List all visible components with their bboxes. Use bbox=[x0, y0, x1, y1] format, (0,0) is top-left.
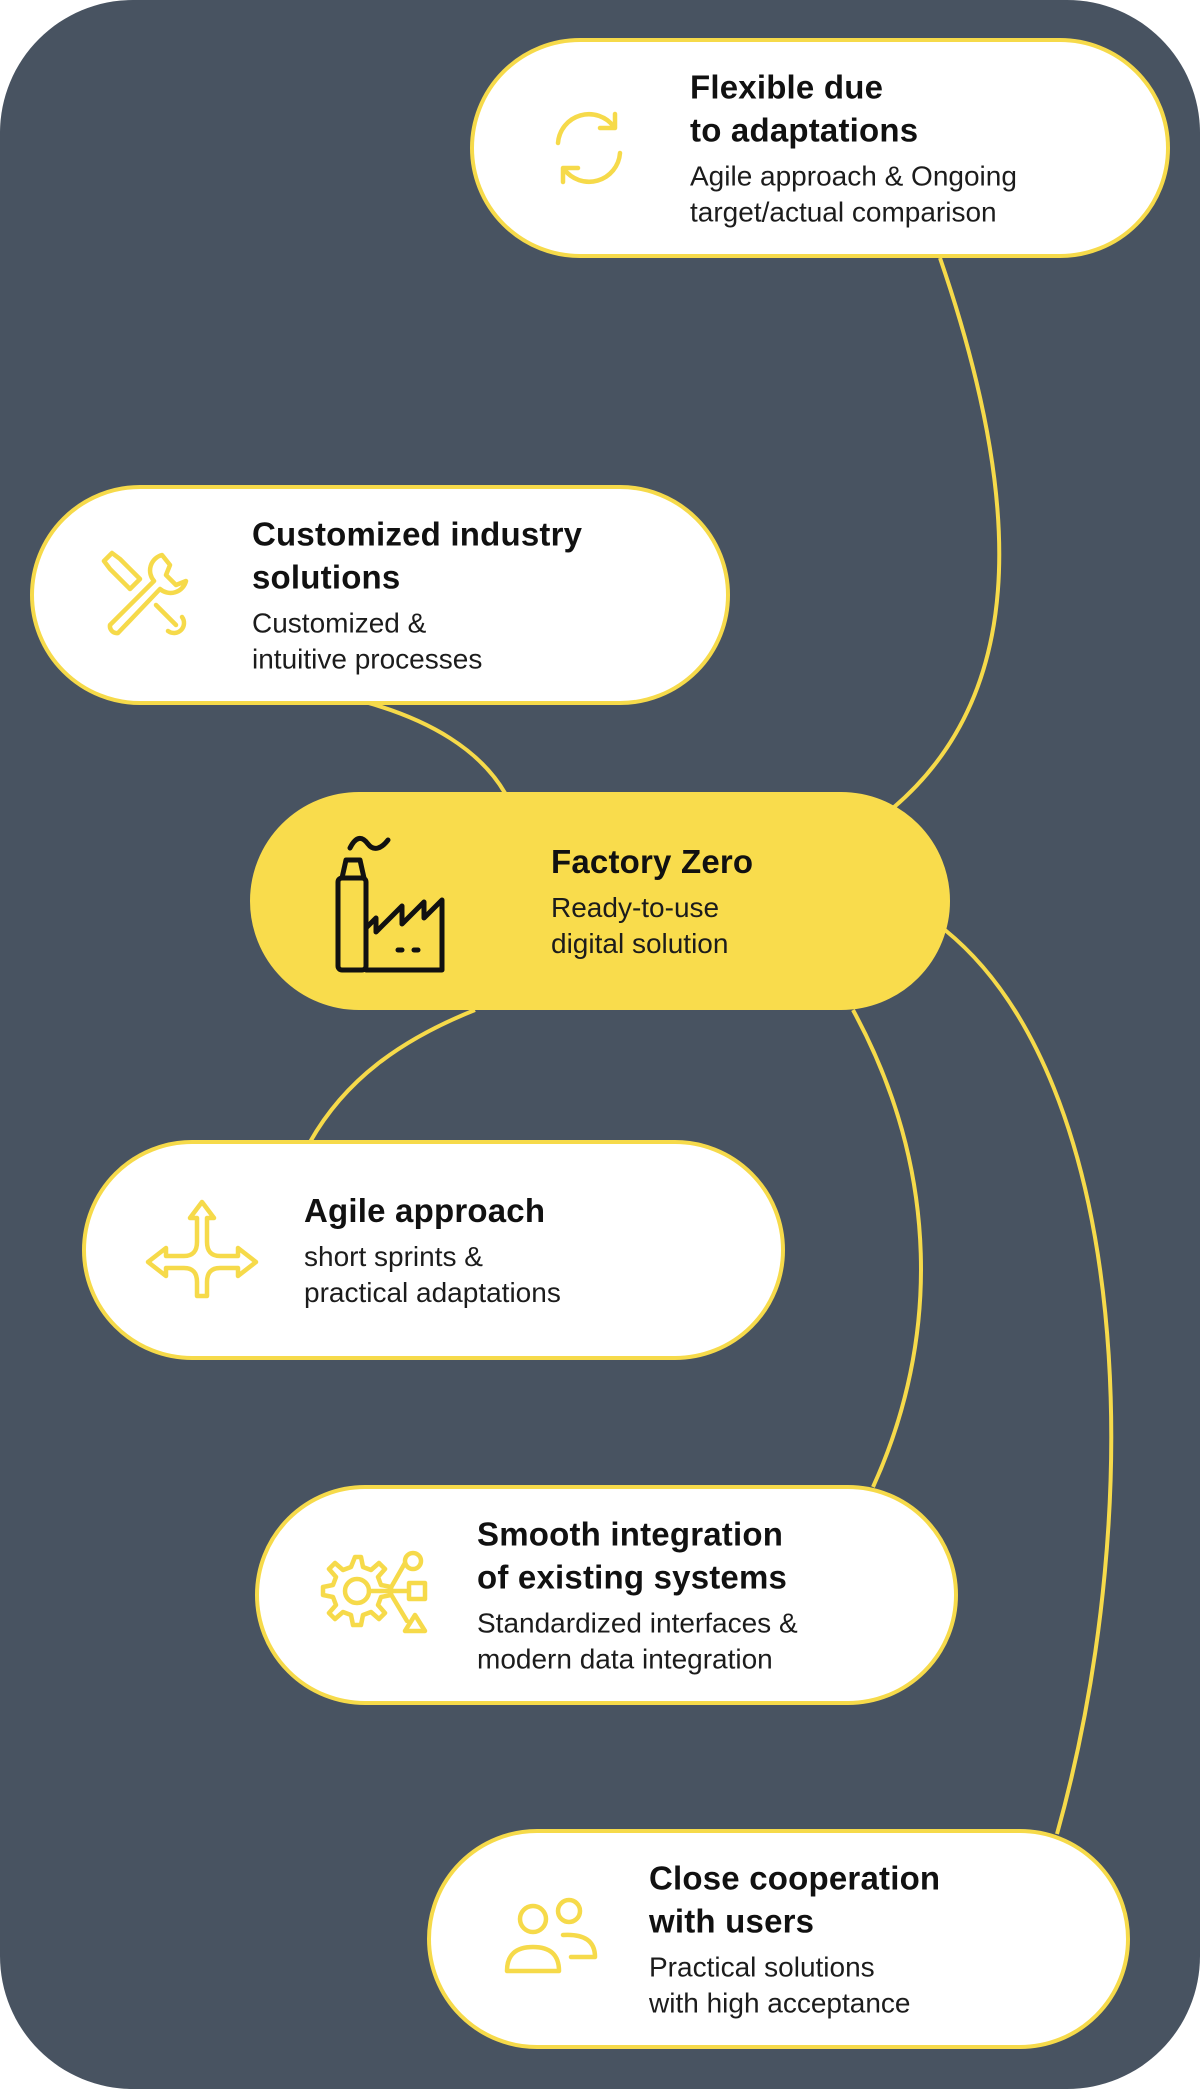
connector-factory-integration bbox=[851, 1009, 923, 1488]
connector-factory-agile bbox=[308, 1008, 476, 1143]
node-title: Close cooperation with users bbox=[649, 1859, 941, 1940]
node-title: Factory Zero bbox=[551, 843, 754, 880]
gear-network-icon bbox=[315, 1547, 435, 1643]
node-customized: Customized industry solutions Customized… bbox=[30, 485, 730, 705]
node-subtitle: short sprints & practical adaptations bbox=[304, 1241, 561, 1308]
node-flexible: Flexible due to adaptations Agile approa… bbox=[470, 38, 1170, 258]
factory-icon bbox=[330, 826, 450, 976]
node-title: Smooth integration of existing systems bbox=[477, 1515, 788, 1596]
connector-factory-flexible bbox=[891, 257, 1002, 810]
node-title: Flexible due to adaptations bbox=[690, 68, 919, 149]
refresh-icon bbox=[544, 103, 634, 193]
connector-factory-cooperation bbox=[943, 928, 1114, 1835]
node-agile-approach: Agile approach short sprints & practical… bbox=[82, 1140, 785, 1360]
node-subtitle: Customized & intuitive processes bbox=[252, 607, 483, 675]
node-title: Agile approach bbox=[304, 1192, 546, 1229]
tools-icon bbox=[96, 545, 196, 645]
node-subtitle: Standardized interfaces & modern data in… bbox=[477, 1607, 798, 1675]
node-smooth-integration: Smooth integration of existing systems S… bbox=[255, 1485, 958, 1705]
node-subtitle: Practical solutions with high acceptance bbox=[649, 1951, 911, 2019]
node-close-cooperation: Close cooperation with users Practical s… bbox=[427, 1829, 1130, 2049]
split-arrows-icon bbox=[140, 1198, 264, 1302]
node-subtitle: Ready-to-use digital solution bbox=[551, 892, 729, 959]
connector-factory-customized bbox=[364, 700, 507, 795]
node-factory-zero: Factory Zero Ready-to-use digital soluti… bbox=[250, 792, 950, 1010]
node-subtitle: Agile approach & Ongoing target/actual c… bbox=[690, 160, 1017, 228]
users-icon bbox=[501, 1897, 601, 1981]
node-title: Customized industry solutions bbox=[252, 515, 583, 596]
